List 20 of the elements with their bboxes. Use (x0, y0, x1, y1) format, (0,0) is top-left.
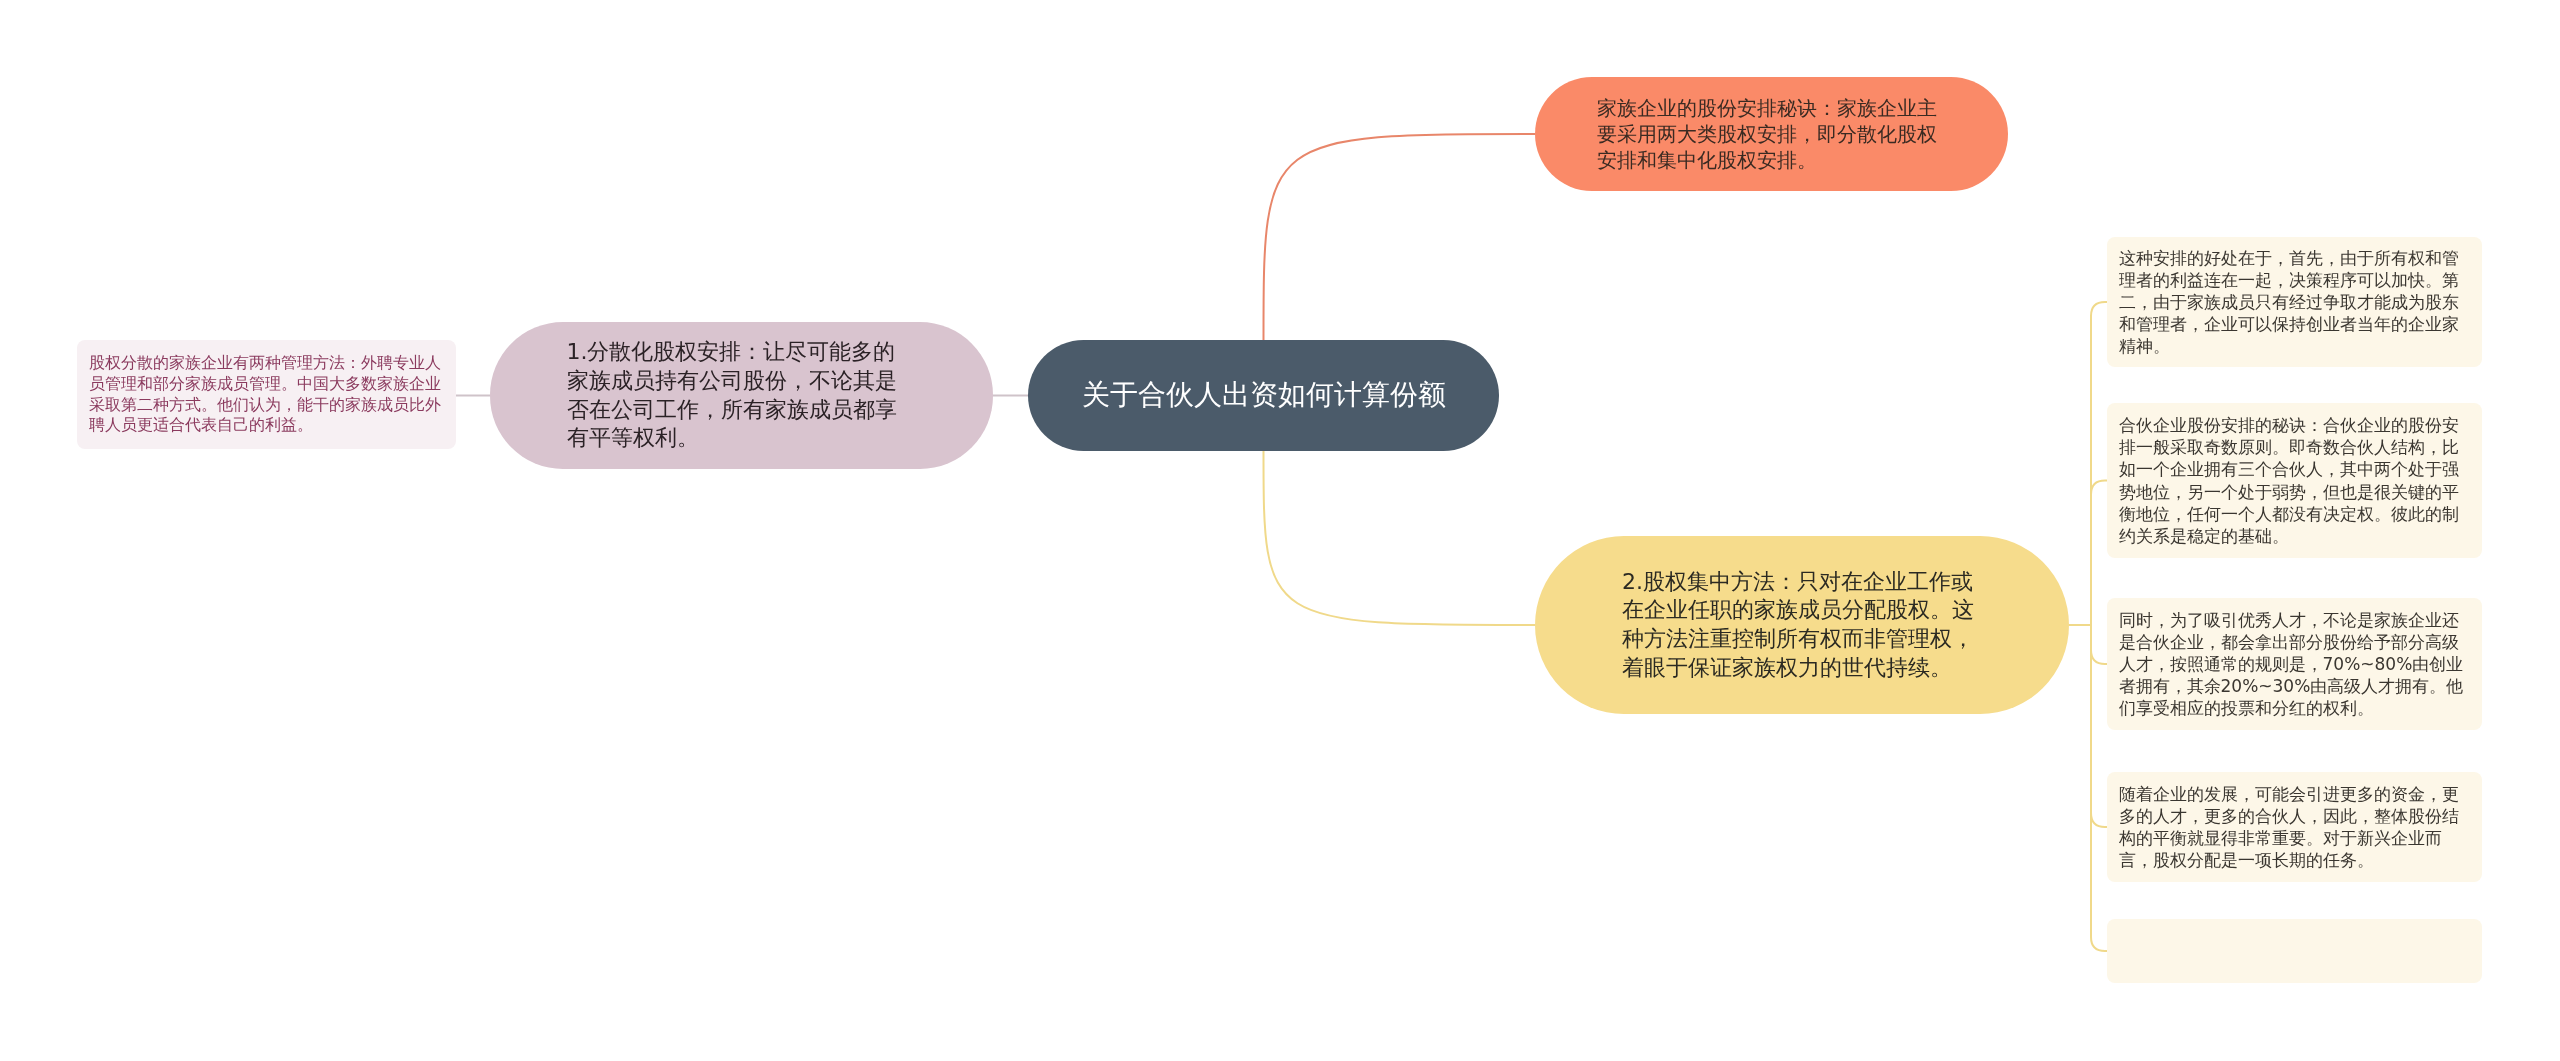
node-text: 1.分散化股权安排：让尽可能多的家族成员持有公司股份，不论其是否在公司工作，所有家族成员都享有平等权利。 (566, 338, 898, 453)
empty-note-card (2107, 919, 2482, 983)
node-text: 合伙企业股份安排的秘诀：合伙企业的股份安排一般采取奇数原则。即奇数合伙人结构，比如一个企业拥有三个合伙人，其中两个处于强势地位，另一个处于弱势，但也是很关键的平衡地位，任何一个人都没有决定权。彼此的制约关系是稳定的基础。 (2118, 414, 2460, 547)
connector-line (2068, 624, 2108, 952)
topic-title: 关于合伙人出资如何计算份额 (1080, 377, 1447, 414)
node-text: 这种安排的好处在于，首先，由于所有权和管理者的利益连在一起，决策程序可以加快。第二，由于家族成员只有经过争取才能成为股东和管理者，企业可以保持创业者当年的企业家精神。 (2118, 246, 2460, 358)
connector-line (1262, 133, 1536, 341)
node-text: 股权分散的家族企业有两种管理方法：外聘专业人员管理和部分家族成员管理。中国大多数家族企业采取第二种方式。他们认为，能干的家族成员比外聘人员更适合代表自己的利益。 (89, 352, 442, 437)
connector-line (1262, 450, 1536, 626)
node-text: 同时，为了吸引优秀人才，不论是家族企业还是合伙企业，都会拿出部分股份给予部分高级人才，按照通常的规则是，70%~80%由创业者拥有，其余20%~30%由高级人才拥有。他们享受相应的投票和分红的权利。 (2118, 608, 2465, 720)
connector-line (992, 394, 1029, 397)
note-card (2107, 403, 2482, 558)
connector-line (455, 394, 491, 397)
note-card (2107, 237, 2482, 367)
node-text: 家族企业的股份安排秘诀：家族企业主要采用两大类股权安排，即分散化股权安排和集中化股权安排。 (1596, 95, 1938, 173)
node-text: 随着企业的发展，可能会引进更多的资金，更多的人才，更多的合伙人，因此，整体股份结构的平衡就显得非常重要。对于新兴企业而言，股权分配是一项长期的任务。 (2118, 782, 2460, 872)
note-card (2107, 598, 2482, 730)
node-text: 2.股权集中方法：只对在企业工作或在企业任职的家族成员分配股权。这种方法注重控制所有权而非管理权，着眼于保证家族权力的世代持续。 (1622, 567, 1975, 682)
note-card (2107, 772, 2482, 882)
note-card (77, 340, 456, 449)
